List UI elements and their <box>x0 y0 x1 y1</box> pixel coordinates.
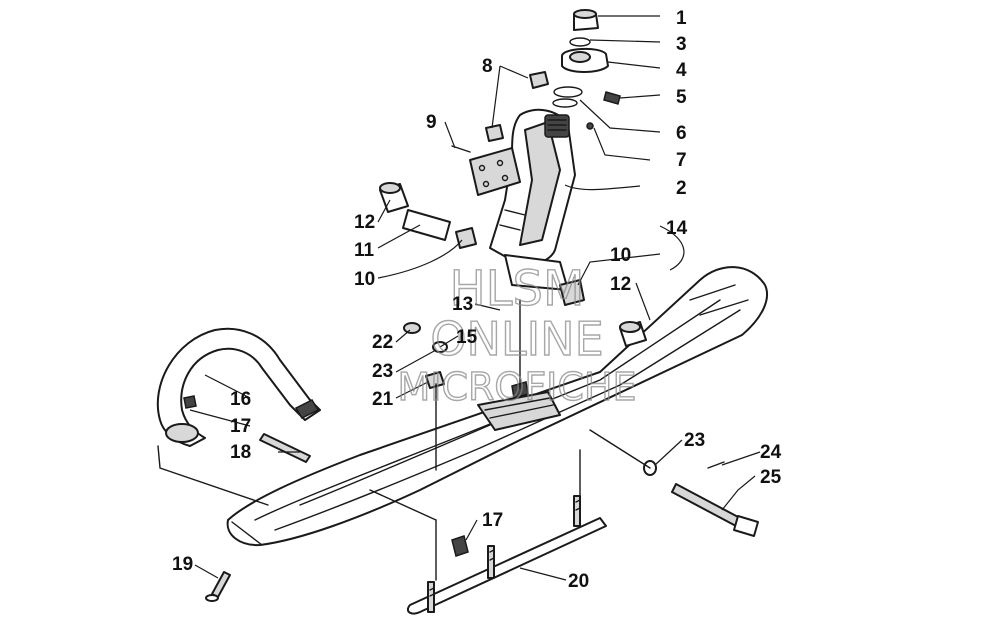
spindle <box>489 108 576 291</box>
callout-12a: 12 <box>354 212 375 233</box>
leader-lines <box>189 15 761 581</box>
callout-3: 3 <box>676 34 687 55</box>
callout-12b: 12 <box>610 274 631 295</box>
watermark: HLSM ONLINE MICROFICHE <box>397 260 637 409</box>
callout-15: 15 <box>456 327 478 348</box>
callout-25: 25 <box>760 467 782 488</box>
callout-22: 22 <box>372 332 393 353</box>
callout-13: 13 <box>452 294 473 315</box>
ski-body <box>226 266 768 547</box>
callout-19: 19 <box>172 554 193 575</box>
callout-2: 2 <box>676 178 687 199</box>
ski-handle <box>156 327 321 447</box>
callout-8: 8 <box>482 56 493 77</box>
callout-23a: 23 <box>372 361 393 382</box>
callout-10b: 10 <box>610 245 631 266</box>
callout-23b: 23 <box>684 430 705 451</box>
callout-4: 4 <box>676 60 687 81</box>
callouts: 1 3 4 5 6 7 2 8 9 12 11 10 14 10 12 13 1… <box>172 8 782 592</box>
watermark-line2: ONLINE <box>430 312 603 366</box>
wear-bar <box>406 495 607 615</box>
callout-24: 24 <box>760 442 782 463</box>
callout-7: 7 <box>676 150 687 171</box>
bushings <box>379 71 647 347</box>
callout-11: 11 <box>354 240 375 261</box>
callout-5: 5 <box>676 87 687 108</box>
callout-21: 21 <box>372 389 394 410</box>
callout-14: 14 <box>666 218 688 239</box>
callout-16: 16 <box>230 389 251 410</box>
mount-plate <box>469 147 521 196</box>
callout-6: 6 <box>676 123 687 144</box>
center-lines <box>157 299 651 581</box>
top-cap-assembly <box>552 9 621 130</box>
watermark-line3: MICROFICHE <box>397 365 636 409</box>
callout-17a: 17 <box>230 416 251 437</box>
callout-20: 20 <box>568 571 589 592</box>
hardware <box>183 145 759 602</box>
callout-10a: 10 <box>354 269 375 290</box>
callout-1: 1 <box>676 8 687 29</box>
watermark-line1: HLSM <box>450 261 585 317</box>
callout-17b: 17 <box>482 510 503 531</box>
callout-9: 9 <box>426 112 437 133</box>
callout-18: 18 <box>230 442 251 463</box>
